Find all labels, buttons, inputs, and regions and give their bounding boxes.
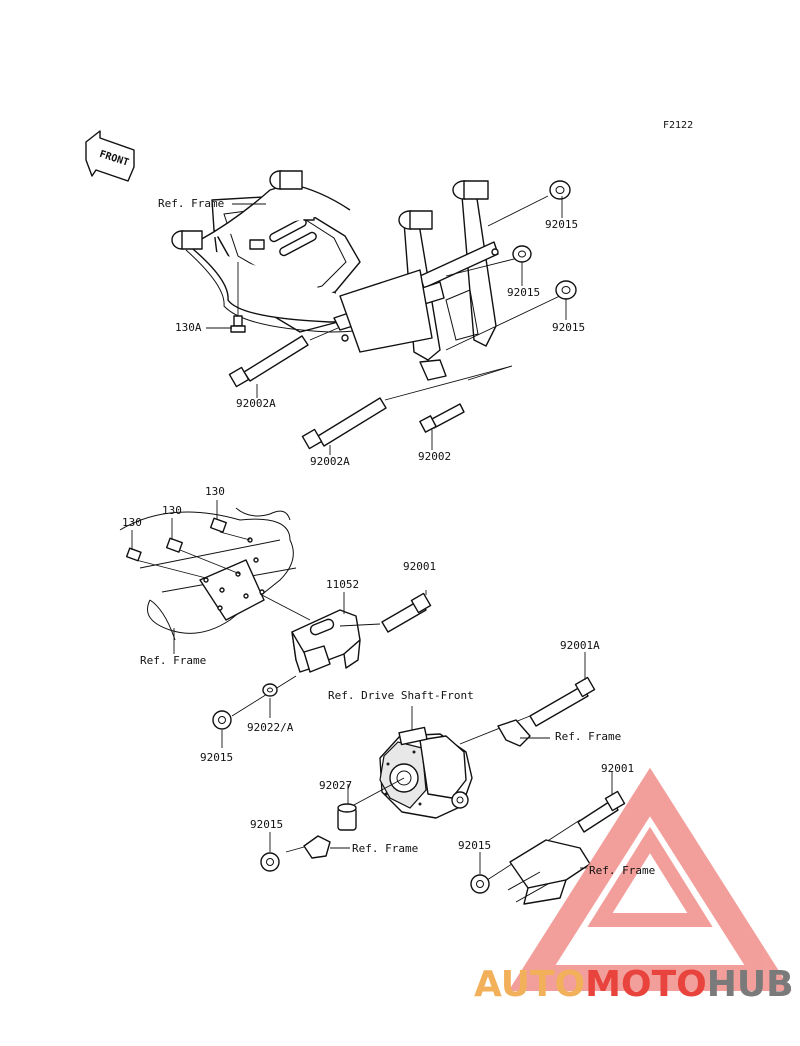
frame-bracket-lower-left: [285, 835, 350, 859]
bolt-130A: [230, 262, 246, 333]
label-ref-drive-shaft: Ref. Drive Shaft-Front: [328, 689, 474, 702]
label-92001A: 92001A: [560, 639, 600, 652]
label-92001-a: 92001: [403, 560, 437, 573]
label-92002A-b: 92002A: [310, 455, 350, 468]
bolt-92002A-upper: [228, 327, 339, 388]
label-130-c: 130: [122, 516, 142, 529]
label-ref-frame-right: Ref. Frame: [555, 730, 622, 743]
nut-92015-b: [512, 245, 532, 263]
label-ref-frame-top: Ref. Frame: [158, 197, 225, 210]
nut-92015-f: [470, 874, 490, 894]
label-92015-d: 92015: [200, 751, 234, 764]
nut-92015-c: [555, 280, 577, 300]
label-130A: 130A: [175, 321, 202, 334]
label-92027: 92027: [319, 779, 353, 792]
watermark-logo: AUTOMOTOHUB: [474, 964, 794, 1005]
label-92015-e: 92015: [250, 818, 284, 831]
label-92015-f: 92015: [458, 839, 492, 852]
label-leaders: [131, 196, 613, 874]
label-92015-a: 92015: [545, 218, 579, 231]
bolt-92002: [419, 403, 465, 433]
label-92002: 92002: [418, 450, 452, 463]
nut-92015-e: [260, 852, 280, 872]
label-ref-frame-mid: Ref. Frame: [140, 654, 207, 667]
front-differential: [351, 706, 473, 819]
watermark-triangle-icon: [508, 767, 792, 991]
label-130-a: 130: [205, 485, 225, 498]
bolt-130-b: [165, 537, 241, 575]
watermark-moto: MOTO: [585, 964, 707, 1005]
label-92022A: 92022/A: [247, 721, 294, 734]
frame-bracket-right: [497, 719, 550, 747]
bolt-130-c: [209, 517, 251, 541]
frame-bracket-lower-right: [507, 839, 591, 905]
watermark-hub: HUB: [706, 964, 794, 1005]
label-ref-frame-lowright: Ref. Frame: [589, 864, 656, 877]
bolt-130-a: [125, 547, 207, 579]
label-92001-b: 92001: [601, 762, 635, 775]
collar-92027: [337, 784, 357, 831]
bracket-11052: [259, 593, 381, 673]
label-130-b: 130: [162, 504, 182, 517]
frame-section-middle: [119, 507, 297, 641]
figure-code: F2122: [663, 120, 694, 131]
bolt-92002A-lower: [301, 365, 513, 450]
washer-92022A: [231, 675, 297, 717]
label-ref-frame-low: Ref. Frame: [352, 842, 419, 855]
label-11052: 11052: [326, 578, 360, 591]
label-92002A-a: 92002A: [236, 397, 276, 410]
nut-92015-a: [549, 180, 571, 200]
label-92015-b: 92015: [507, 286, 541, 299]
watermark-auto: AUTO: [474, 964, 586, 1005]
engine-mount-frame: [171, 170, 499, 381]
bolt-92001A: [459, 676, 596, 745]
front-arrow-icon: FRONT: [85, 130, 135, 182]
label-92015-c: 92015: [552, 321, 586, 334]
nut-92015-d: [212, 710, 232, 730]
nut-leaders-top: [445, 195, 565, 381]
bolt-92001-middle: [381, 590, 432, 633]
